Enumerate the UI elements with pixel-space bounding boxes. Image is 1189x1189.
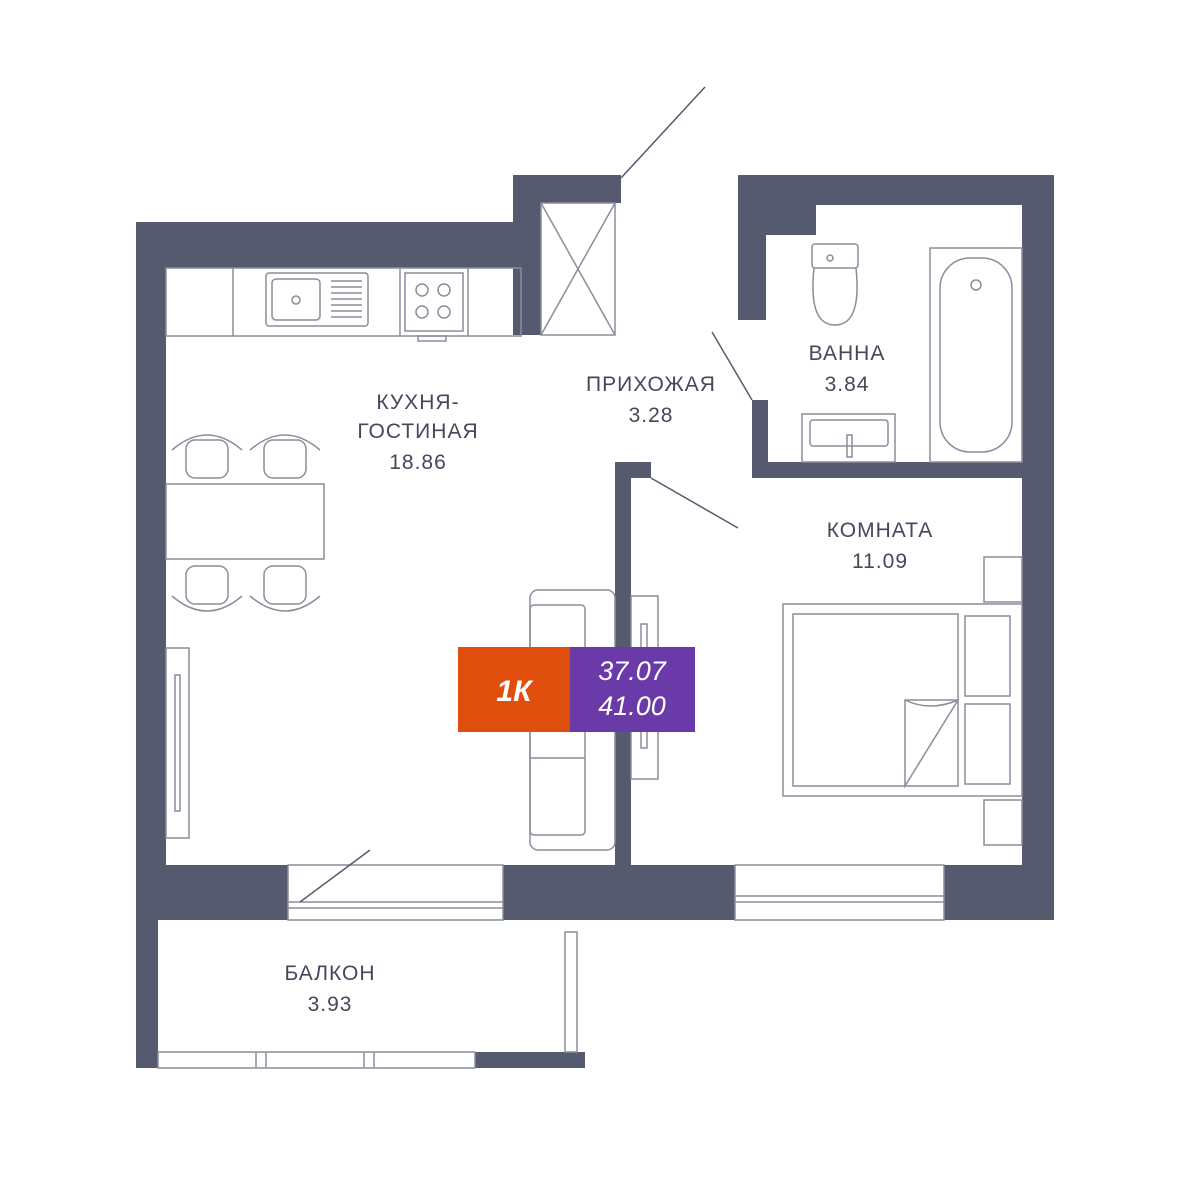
balcony-name: БАЛКОН — [284, 962, 375, 985]
wall-bath-toilet-partition — [766, 205, 816, 235]
wall-top-kitchen — [136, 222, 521, 268]
walls — [136, 175, 1054, 1068]
room-labels: КУХНЯ- ГОСТИНАЯ 18.86 ПРИХОЖАЯ 3.28 ВАНН… — [284, 342, 934, 1016]
door-bath — [711, 331, 753, 401]
door-balcony — [299, 849, 371, 903]
ventilation-shaft — [540, 202, 616, 336]
badge-type-box — [458, 647, 570, 732]
kitchen-area: 18.86 — [389, 451, 447, 474]
doors — [299, 86, 753, 903]
dining-table — [165, 483, 325, 560]
toilet-icon — [811, 243, 859, 326]
wall-balcony-bottom-right — [475, 1052, 585, 1068]
sink-icon — [265, 272, 369, 327]
badge-type: 1К — [496, 675, 534, 708]
window-balcony-bottom — [157, 1051, 476, 1069]
bath-area: 3.84 — [825, 373, 870, 396]
chair-icon — [171, 565, 243, 612]
wall-right — [1022, 175, 1054, 920]
wall-bottom-middle — [503, 865, 735, 920]
wall-bottom-left — [136, 865, 288, 920]
balcony-area: 3.93 — [308, 993, 353, 1016]
badge-area-box — [570, 647, 695, 732]
door-entrance — [620, 86, 706, 179]
wall-top-shaft — [513, 175, 621, 203]
room-area: 11.09 — [852, 550, 908, 573]
window-kitchen — [287, 864, 504, 921]
kitchen-name-line2: ГОСТИНАЯ — [357, 420, 478, 443]
wall-partition-cap — [615, 462, 651, 478]
bathtub-icon — [929, 247, 1023, 463]
nightstand-icon — [983, 556, 1023, 603]
chair-icon — [249, 434, 321, 479]
hall-name: ПРИХОЖАЯ — [586, 373, 716, 396]
kitchen-counter — [165, 267, 522, 337]
bath-fixtures — [801, 243, 1023, 463]
hall-area: 3.28 — [629, 404, 674, 427]
wardrobe-icon — [165, 647, 190, 839]
badge-total-area: 41.00 — [598, 691, 666, 721]
door-room — [650, 477, 739, 529]
washbasin-icon — [801, 413, 896, 463]
window-room — [734, 864, 945, 921]
nightstand-icon — [983, 799, 1023, 846]
chair-icon — [249, 565, 321, 612]
wall-bottom-right — [944, 865, 1054, 920]
stove-icon — [404, 272, 464, 342]
wall-top-bath — [738, 175, 1054, 205]
apartment-badge: 1К 37.07 41.00 — [458, 647, 695, 732]
kitchen-name-line1: КУХНЯ- — [376, 391, 459, 414]
bath-name: ВАННА — [809, 342, 886, 365]
windows — [144, 864, 945, 1069]
window-balcony-side — [564, 931, 578, 1053]
room-name: КОМНАТА — [827, 519, 934, 542]
kitchen-fixtures — [165, 267, 616, 851]
wall-bath-left-lower — [752, 400, 768, 478]
wall-left — [136, 222, 166, 920]
bed-icon — [782, 603, 1023, 797]
wall-bath-left-upper — [738, 175, 766, 320]
badge-living-area: 37.07 — [598, 656, 667, 686]
chair-icon — [171, 434, 243, 479]
wall-bath-bottom — [752, 462, 1052, 478]
